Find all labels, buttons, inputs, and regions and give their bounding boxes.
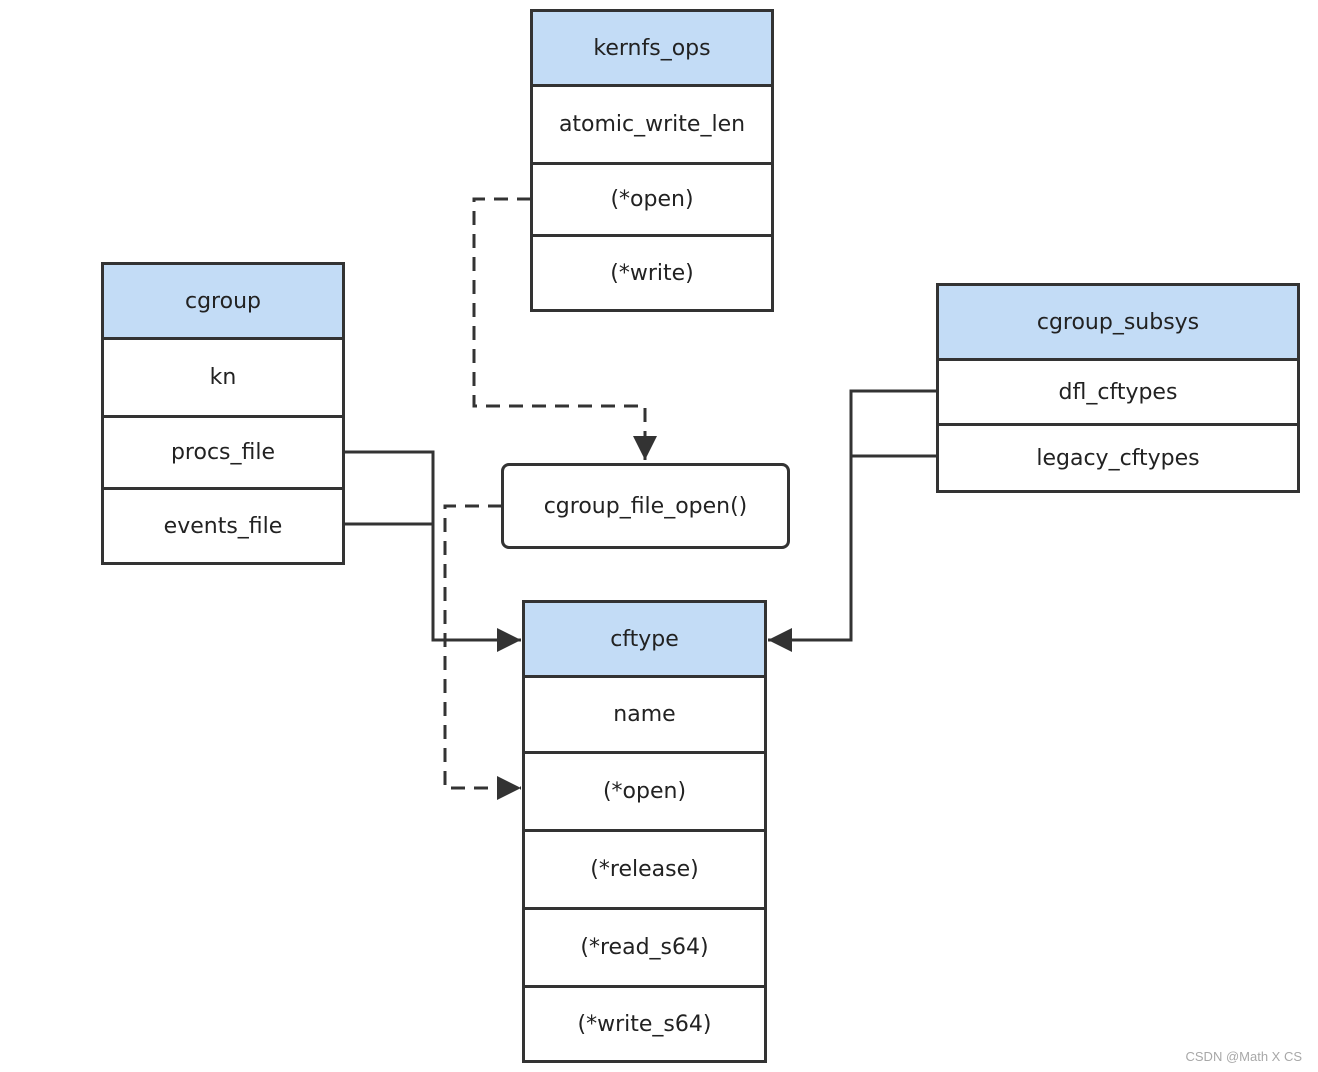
field-procs-file: procs_file bbox=[104, 415, 342, 487]
watermark: CSDN @Math X CS bbox=[1185, 1049, 1303, 1064]
field-kernfs-open: (*open) bbox=[533, 162, 771, 234]
field-legacy-cftypes: legacy_cftypes bbox=[939, 423, 1297, 490]
field-cftype-write-s64: (*write_s64) bbox=[525, 985, 764, 1060]
field-dfl-cftypes: dfl_cftypes bbox=[939, 358, 1297, 423]
field-cftype-open: (*open) bbox=[525, 751, 764, 829]
connector-events-file-to-cftype bbox=[344, 522, 435, 640]
struct-cgroup-subsys-title: cgroup_subsys bbox=[939, 286, 1297, 358]
field-name: name bbox=[525, 675, 764, 751]
function-cgroup-file-open: cgroup_file_open() bbox=[501, 463, 790, 549]
struct-cgroup-subsys: cgroup_subsys dfl_cftypes legacy_cftypes bbox=[936, 283, 1300, 493]
connector-dfl-cftypes-to-cftype bbox=[768, 389, 937, 652]
connector-kernfs-open-to-func bbox=[472, 197, 657, 460]
field-atomic-write-len: atomic_write_len bbox=[533, 84, 771, 162]
connector-func-to-cftype-open bbox=[443, 504, 521, 800]
field-kn: kn bbox=[104, 337, 342, 415]
struct-kernfs-ops-title: kernfs_ops bbox=[533, 12, 771, 84]
struct-cgroup: cgroup kn procs_file events_file bbox=[101, 262, 345, 565]
field-events-file: events_file bbox=[104, 487, 342, 562]
struct-cftype: cftype name (*open) (*release) (*read_s6… bbox=[522, 600, 767, 1063]
struct-kernfs-ops: kernfs_ops atomic_write_len (*open) (*wr… bbox=[530, 9, 774, 312]
struct-cgroup-title: cgroup bbox=[104, 265, 342, 337]
field-cftype-release: (*release) bbox=[525, 829, 764, 907]
struct-cftype-title: cftype bbox=[525, 603, 764, 675]
field-kernfs-write: (*write) bbox=[533, 234, 771, 309]
field-cftype-read-s64: (*read_s64) bbox=[525, 907, 764, 985]
